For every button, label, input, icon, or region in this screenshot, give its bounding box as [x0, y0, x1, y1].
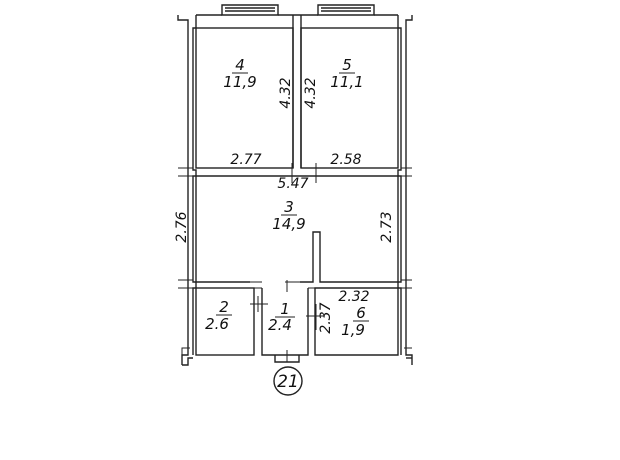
room-4-number: 4: [235, 56, 245, 74]
room-2-number: 2: [219, 298, 229, 316]
room-6-area: 1,9: [341, 321, 365, 339]
dim-hall-width: 5.47: [277, 176, 308, 192]
dim-hall-right-height: 2.73: [379, 211, 395, 242]
entrance-marker: 21: [273, 366, 303, 396]
room-1-number: 1: [280, 300, 290, 318]
room-5-number: 5: [342, 56, 352, 74]
room-1: 1 2.4: [268, 300, 295, 334]
dim-hall-left-height: 2.76: [174, 211, 190, 242]
dim-room6-width: 2.32: [338, 289, 369, 305]
room-3: 3 14,9: [272, 198, 305, 233]
room-3-number: 3: [284, 198, 294, 216]
entrance-marker-number: 21: [277, 372, 299, 392]
room-6-number: 6: [356, 304, 366, 322]
room-3-area: 14,9: [272, 215, 305, 233]
room-1-area: 2.4: [268, 316, 292, 334]
interior-walls: [195, 15, 399, 363]
room-5: 5 11,1: [330, 56, 363, 91]
room-5-area: 11,1: [330, 73, 363, 91]
room-2: 2 2.6: [205, 298, 232, 333]
room-4: 4 11,9: [223, 56, 256, 91]
dim-room5-height: 4.32: [303, 77, 319, 108]
room-4-area: 11,9: [223, 73, 256, 91]
room-2-area: 2.6: [205, 315, 229, 333]
dim-room4-width: 2.77: [230, 152, 261, 168]
room-6: 6 1,9: [341, 304, 369, 339]
dim-room5-width: 2.58: [330, 152, 361, 168]
dim-room1-height: 2.37: [318, 302, 334, 333]
dim-room4-height: 4.32: [278, 77, 294, 108]
